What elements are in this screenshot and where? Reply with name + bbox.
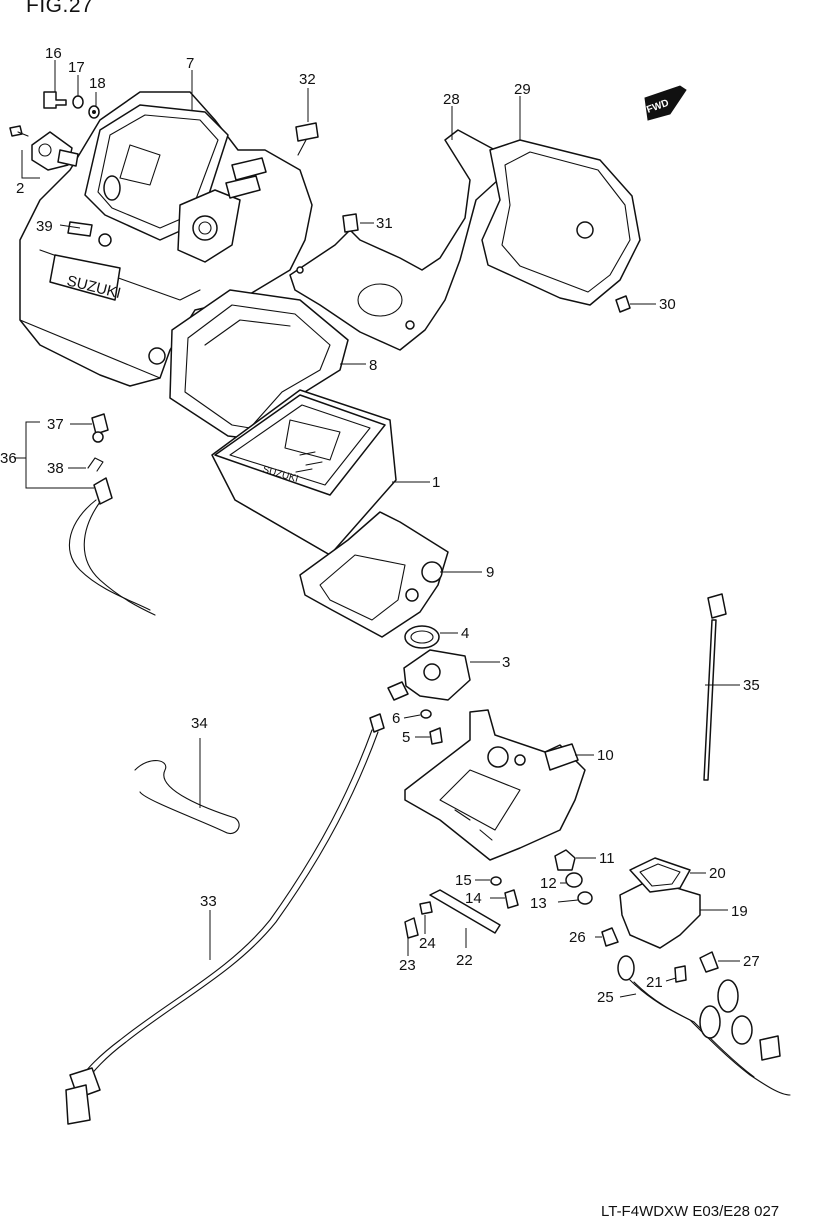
callout-2: 2 [16,180,24,197]
callout-27: 27 [743,953,760,970]
part-35-cable-tie [703,593,727,781]
part-26-bulb [601,927,619,947]
callout-23: 23 [399,957,416,974]
callout-17: 17 [68,59,85,76]
callout-18: 18 [89,75,106,92]
part-27-bulb [699,951,719,973]
callout-29: 29 [514,81,531,98]
callout-38: 38 [47,460,64,477]
part-3-gear-box [387,649,471,701]
part-30-screw [615,295,631,313]
part-21-screw [674,965,687,983]
callout-24: 24 [419,935,436,952]
figure-title: FIG.27 [26,0,94,17]
part-32-screw [295,122,319,142]
callout-33: 33 [200,893,217,910]
callout-19: 19 [731,903,748,920]
callout-1: 1 [432,474,440,491]
part-31-screw [342,213,359,233]
part-22-plate [429,889,501,934]
callout-10: 10 [597,747,614,764]
leader-lines [14,60,740,998]
part-34-wire-clip [134,760,240,834]
part-14-bolt [504,889,519,909]
callout-13: 13 [530,895,547,912]
callout-36: 36 [0,450,17,467]
part-11-grommet [554,849,576,871]
callout-numbers: 1 2 3 4 5 6 7 8 9 10 11 12 13 14 15 16 1… [0,45,760,1006]
callout-8: 8 [369,357,377,374]
callout-25: 25 [597,989,614,1006]
callout-28: 28 [443,91,460,108]
part-23-screw [404,917,419,939]
callout-39: 39 [36,218,53,235]
part-24-nut [419,901,433,915]
callout-7: 7 [186,55,194,72]
fwd-arrow-badge: FWD [644,85,687,121]
callout-11: 11 [599,850,615,867]
callout-16: 16 [45,45,62,62]
callout-37: 37 [47,416,64,433]
part-25-wire-harness [617,955,791,1096]
part-1-meter-case: SUZUKI [211,389,397,556]
drawing-code: LT-F4WDXW E03/E28 027 [601,1203,780,1220]
part-4-o-ring [404,625,440,649]
callout-6: 6 [392,710,400,727]
callout-20: 20 [709,865,726,882]
part-7-upper-housing: SUZUKI [19,91,313,387]
part-12-grommet [565,872,583,888]
part-13-collar [577,891,593,905]
part-20-cover [629,857,691,893]
callout-32: 32 [299,71,316,88]
part-8-rubber-seal [169,289,349,441]
part-29-cover [481,139,641,306]
callout-34: 34 [191,715,208,732]
part-33-speedometer-cable [65,713,385,1125]
callout-14: 14 [465,890,482,907]
part-6-washer [420,709,432,719]
callout-35: 35 [743,677,760,694]
callout-3: 3 [502,654,510,671]
callout-9: 9 [486,564,494,581]
part-37-cap [91,413,109,443]
callout-12: 12 [540,875,557,892]
part-16-18-fasteners [9,91,100,137]
part-15-washer [490,876,502,886]
part-36-lamp-lead [68,477,156,616]
part-5-screw [429,727,443,745]
callout-30: 30 [659,296,676,313]
callout-5: 5 [402,729,410,746]
part-10-bracket [404,709,586,861]
callout-4: 4 [461,625,469,642]
callout-26: 26 [569,929,586,946]
callout-31: 31 [376,215,393,232]
part-38-clip [87,457,104,472]
callout-22: 22 [456,952,473,969]
part-9-bracket [299,511,449,638]
callout-21: 21 [646,974,663,991]
callout-15: 15 [455,872,472,889]
part-2-knob [31,131,79,171]
